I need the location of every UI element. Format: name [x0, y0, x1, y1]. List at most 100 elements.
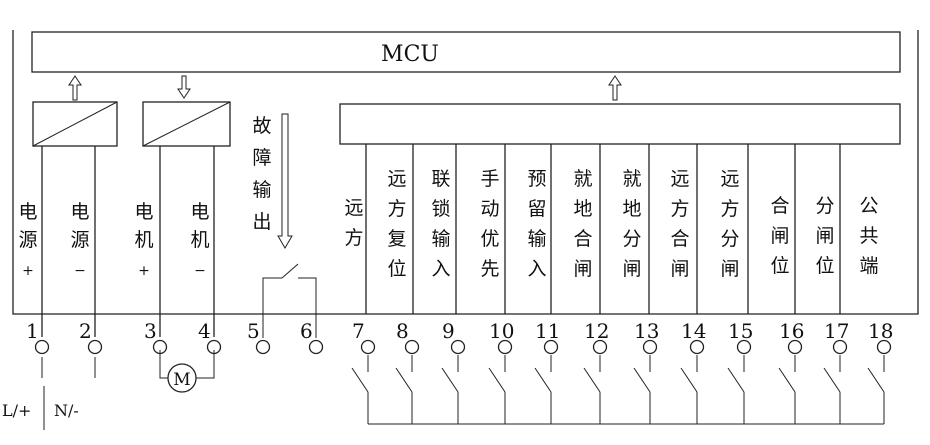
terminal-11-label-char: 留: [527, 198, 546, 220]
terminal-16-label-char: 闸: [770, 225, 789, 247]
terminal-10: [497, 339, 513, 355]
terminal-12-label-char: 就: [573, 168, 592, 190]
terminal-2-label-char: 电: [70, 201, 89, 223]
terminal-12-number: 12: [584, 319, 609, 343]
input-switch-contact: [395, 367, 413, 393]
terminal-10-label-char: 优: [480, 228, 499, 250]
terminal-15-label-char: 闸: [720, 258, 739, 280]
terminal-13-number: 13: [634, 319, 659, 343]
terminal-2-label-char: −: [74, 263, 86, 279]
input-switch-contact: [823, 367, 841, 393]
terminal-2-label-char: 源: [70, 229, 89, 251]
terminal-8-label-char: 复: [387, 228, 406, 250]
terminal-17-label-char: 闸: [815, 225, 834, 247]
terminal-10-label-char: 手: [480, 168, 499, 190]
input-switch-contact: [727, 367, 745, 393]
terminal-14-label-char: 闸: [670, 258, 689, 280]
input-switch-contact: [534, 367, 552, 393]
terminal-11-number: 11: [535, 319, 560, 343]
terminal-14: [689, 339, 705, 355]
input-switch-contact: [488, 367, 506, 393]
terminal-1-label-char: +: [22, 263, 34, 279]
terminal-7-label-char: 方: [344, 227, 363, 249]
terminal-2: [87, 339, 103, 355]
terminal-4-number: 4: [198, 319, 211, 343]
live-supply-label: L/+: [2, 401, 31, 420]
terminal-4-label-char: −: [194, 263, 206, 279]
input-switch-contact: [867, 367, 885, 393]
fault-output-label-4: 出: [252, 211, 271, 233]
terminal-15-label-char: 远: [720, 168, 739, 190]
terminal-11-label-char: 预: [527, 168, 546, 190]
fault-output-label-3: 输: [252, 179, 271, 201]
fault-output-arrow-icon: [277, 113, 293, 249]
terminal-3-label-char: +: [138, 263, 150, 279]
terminal-5: [255, 339, 271, 355]
terminal-18-label-char: 共: [859, 225, 878, 247]
terminal-13: [642, 339, 658, 355]
terminal-17: [832, 339, 848, 355]
input-switch-contact: [680, 367, 698, 393]
terminal-15-label-char: 分: [720, 228, 739, 250]
terminal-1-number: 1: [26, 319, 39, 343]
power-converter-box: [32, 101, 118, 147]
terminal-12-label-char: 闸: [573, 258, 592, 280]
terminal-13-label-char: 分: [622, 228, 641, 250]
input-switch-contact: [583, 367, 601, 393]
input-switch-contact: [633, 367, 651, 393]
motor-icon: [167, 363, 197, 393]
terminal-15: [736, 339, 752, 355]
terminal-17-label-char: 分: [815, 195, 834, 217]
terminal-18-label-char: 端: [859, 255, 878, 277]
terminal-11-label-char: 入: [527, 258, 546, 280]
terminal-9-label-char: 联: [431, 168, 450, 190]
terminal-7: [360, 339, 376, 355]
terminal-1-label-char: 源: [18, 229, 37, 251]
fault-relay-contact: [262, 263, 317, 338]
terminal-3-label-char: 电: [134, 201, 153, 223]
terminal-17-label-char: 位: [815, 255, 834, 277]
input-switch-contact: [351, 367, 369, 393]
input-interface-box: [339, 103, 901, 145]
terminal-13-label-char: 就: [622, 168, 641, 190]
terminal-9-label-char: 入: [431, 258, 450, 280]
terminal-4-label-char: 电: [190, 201, 209, 223]
terminal-16-label-char: 合: [770, 195, 789, 217]
terminal-8-number: 8: [396, 319, 409, 343]
terminal-16: [787, 339, 803, 355]
terminal-7-label-char: 远: [344, 197, 363, 219]
motor-label: M: [173, 370, 190, 390]
terminal-13-label-char: 地: [622, 198, 641, 220]
terminal-8-label-char: 方: [387, 198, 406, 220]
terminal-18-label-char: 公: [859, 195, 878, 217]
terminal-8-label-char: 远: [387, 168, 406, 190]
terminal-15-label-char: 方: [720, 198, 739, 220]
inputs-to-mcu-arrow-icon: [608, 75, 622, 101]
terminal-14-label-char: 远: [670, 168, 689, 190]
terminal-9-label-char: 输: [431, 228, 450, 250]
neutral-supply-label: N/-: [54, 401, 79, 420]
terminal-9-number: 9: [442, 319, 455, 343]
terminal-9: [450, 339, 466, 355]
mcu-label: MCU: [381, 42, 439, 67]
terminal-12: [592, 339, 608, 355]
terminal-12-label-char: 合: [573, 228, 592, 250]
terminal-9-label-char: 锁: [431, 198, 450, 220]
motor-driver-box: [142, 101, 231, 147]
terminal-8: [404, 339, 420, 355]
terminal-17-number: 17: [824, 319, 849, 343]
terminal-16-label-char: 位: [770, 255, 789, 277]
terminal-11-label-char: 输: [527, 228, 546, 250]
terminal-7-number: 7: [352, 319, 365, 343]
terminal-14-label-char: 合: [670, 228, 689, 250]
terminal-3-label-char: 机: [134, 229, 153, 251]
terminal-3-number: 3: [144, 319, 157, 343]
terminal-6-number: 6: [300, 319, 313, 343]
terminal-16-number: 16: [779, 319, 804, 343]
terminal-5-number: 5: [247, 319, 260, 343]
terminal-2-number: 2: [79, 319, 92, 343]
mcu-block: [31, 31, 901, 73]
terminal-11: [543, 339, 559, 355]
terminal-15-number: 15: [728, 319, 753, 343]
